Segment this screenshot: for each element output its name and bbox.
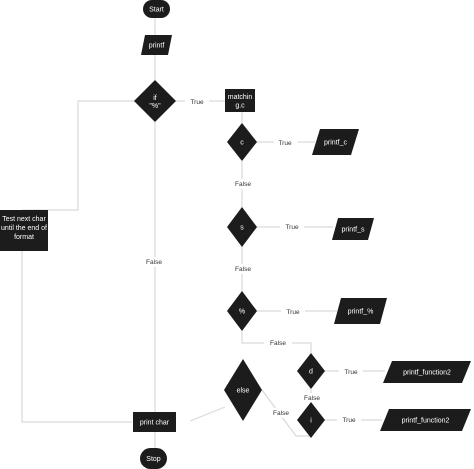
- matching-label-1: matchin: [228, 94, 253, 101]
- start-label: Start: [149, 7, 164, 14]
- printf-io: printf: [141, 35, 172, 55]
- printf-function2-i-io: printf_function2: [380, 409, 471, 431]
- connectors: [21, 18, 385, 448]
- edge-test-if: [22, 100, 137, 211]
- c-decision: c: [227, 123, 257, 161]
- printf-s-io: printf_s: [332, 218, 374, 240]
- label-if-false: False: [146, 259, 162, 266]
- matching-process: matchin g.c: [225, 89, 255, 112]
- label-if-true: True: [190, 99, 204, 106]
- percent-decision: %: [227, 291, 257, 331]
- edge-else-i: [261, 389, 311, 437]
- if-percent-label-2: "%": [149, 103, 161, 110]
- test-next-label-3: format: [14, 234, 34, 241]
- test-next-label-1: Test next char: [2, 216, 46, 223]
- printf-c-label: printf_c: [324, 140, 347, 147]
- s-label: s: [240, 225, 244, 232]
- printf-c-io: printf_c: [312, 129, 359, 155]
- else-label: else: [237, 388, 250, 395]
- edge-test-print: [21, 251, 132, 423]
- print-char-process: print char: [133, 412, 176, 432]
- label-d-false: False: [304, 395, 320, 402]
- edge-else-print: [189, 406, 226, 422]
- printf-percent-io: printf_%: [334, 298, 387, 324]
- label-i-true: True: [342, 417, 356, 424]
- if-percent-decision: if "%": [134, 80, 176, 122]
- matching-label-2: g.c: [235, 103, 245, 110]
- i-decision: i: [297, 402, 325, 438]
- label-pct-false: False: [270, 340, 286, 347]
- stop-node: Stop: [140, 448, 167, 469]
- d-decision: d: [297, 353, 325, 389]
- printf-percent-label: printf_%: [348, 309, 374, 316]
- label-c-false: False: [235, 181, 251, 188]
- printf-function2-i-label: printf_function2: [402, 418, 450, 425]
- printf-s-label: printf_s: [342, 227, 365, 234]
- label-s-false: False: [235, 266, 251, 273]
- start-node: Start: [143, 0, 170, 18]
- s-decision: s: [227, 207, 257, 247]
- label-c-true: True: [278, 140, 292, 147]
- printf-label: printf: [149, 43, 165, 50]
- label-pct-true: True: [286, 309, 300, 316]
- printf-function2-d-io: printf_function2: [383, 361, 471, 383]
- d-label: d: [309, 369, 313, 376]
- print-char-label: print char: [140, 420, 170, 427]
- printf-function2-d-label: printf_function2: [403, 370, 451, 377]
- test-next-char-process: Test next char until the end of format: [0, 210, 48, 251]
- if-percent-label-1: if: [153, 95, 157, 102]
- else-decision: else: [224, 359, 262, 421]
- label-d-true: True: [344, 369, 358, 376]
- label-s-true: True: [285, 224, 299, 231]
- percent-label: %: [239, 309, 245, 316]
- c-label: c: [240, 140, 244, 147]
- stop-label: Stop: [146, 456, 161, 463]
- test-next-label-2: until the end of: [1, 225, 47, 232]
- i-label: i: [310, 418, 312, 425]
- label-else-false: False: [273, 410, 289, 417]
- edge-labels: True False True False True False True Fa…: [140, 96, 363, 425]
